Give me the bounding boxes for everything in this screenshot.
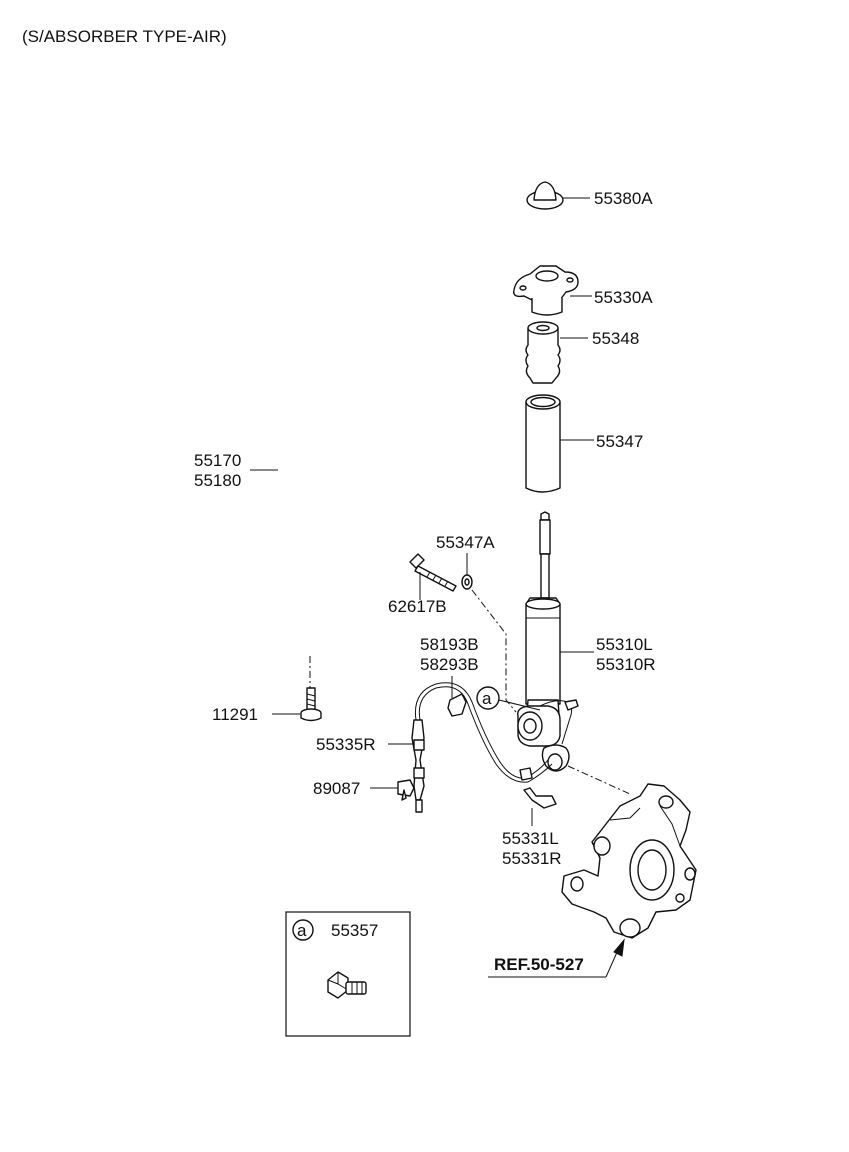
- label-55330A[interactable]: 55330A: [594, 288, 653, 307]
- part-55357-bolt-icon[interactable]: [327, 971, 367, 999]
- reference-label[interactable]: REF.50-527: [494, 955, 584, 974]
- assembly-line-knuckle: [567, 765, 631, 795]
- label-55180[interactable]: 55180: [194, 471, 241, 490]
- label-62617B[interactable]: 62617B: [388, 597, 447, 616]
- part-55331-bracket[interactable]: [523, 787, 557, 826]
- inset-callout-letter: a: [297, 921, 307, 940]
- label-55347[interactable]: 55347: [596, 432, 643, 451]
- label-55310L[interactable]: 55310L: [596, 635, 653, 654]
- label-11291[interactable]: 11291: [212, 705, 258, 724]
- part-55310-shock-absorber[interactable]: [517, 511, 594, 772]
- inset-part-label-55357[interactable]: 55357: [331, 921, 378, 940]
- part-55347-dust-cover[interactable]: [525, 394, 594, 493]
- callout-a-marker[interactable]: a: [476, 686, 541, 711]
- reference-arrow: [488, 938, 625, 978]
- part-62617B-bolt[interactable]: [409, 553, 457, 600]
- part-55330A-mount[interactable]: [513, 265, 592, 316]
- label-58193B[interactable]: 58193B: [420, 635, 479, 654]
- part-55348-bump-stop[interactable]: [525, 321, 588, 384]
- label-55331R[interactable]: 55331R: [502, 849, 562, 868]
- label-55348[interactable]: 55348: [592, 329, 639, 348]
- part-55380A-cap[interactable]: [526, 181, 590, 210]
- label-55170[interactable]: 55170: [194, 451, 241, 470]
- part-89087-clip[interactable]: [370, 779, 415, 801]
- label-55380A[interactable]: 55380A: [594, 189, 653, 208]
- label-55310R[interactable]: 55310R: [596, 655, 656, 674]
- diagram-title: (S/ABSORBER TYPE-AIR): [22, 27, 227, 46]
- inset-box-55357: a 55357: [285, 911, 411, 1037]
- knuckle-reference-part[interactable]: [561, 783, 697, 939]
- label-58293B[interactable]: 58293B: [420, 655, 479, 674]
- label-55331L[interactable]: 55331L: [502, 829, 559, 848]
- part-11291-screw[interactable]: [272, 687, 322, 722]
- part-55347A-washer[interactable]: [461, 553, 473, 590]
- label-55335R[interactable]: 55335R: [316, 735, 376, 754]
- part-55335R-sensor-cable[interactable]: [388, 682, 579, 813]
- label-55347A[interactable]: 55347A: [436, 533, 495, 552]
- label-89087[interactable]: 89087: [313, 779, 360, 798]
- callout-a-letter: a: [482, 689, 492, 708]
- part-58193B-bracket[interactable]: [447, 676, 467, 717]
